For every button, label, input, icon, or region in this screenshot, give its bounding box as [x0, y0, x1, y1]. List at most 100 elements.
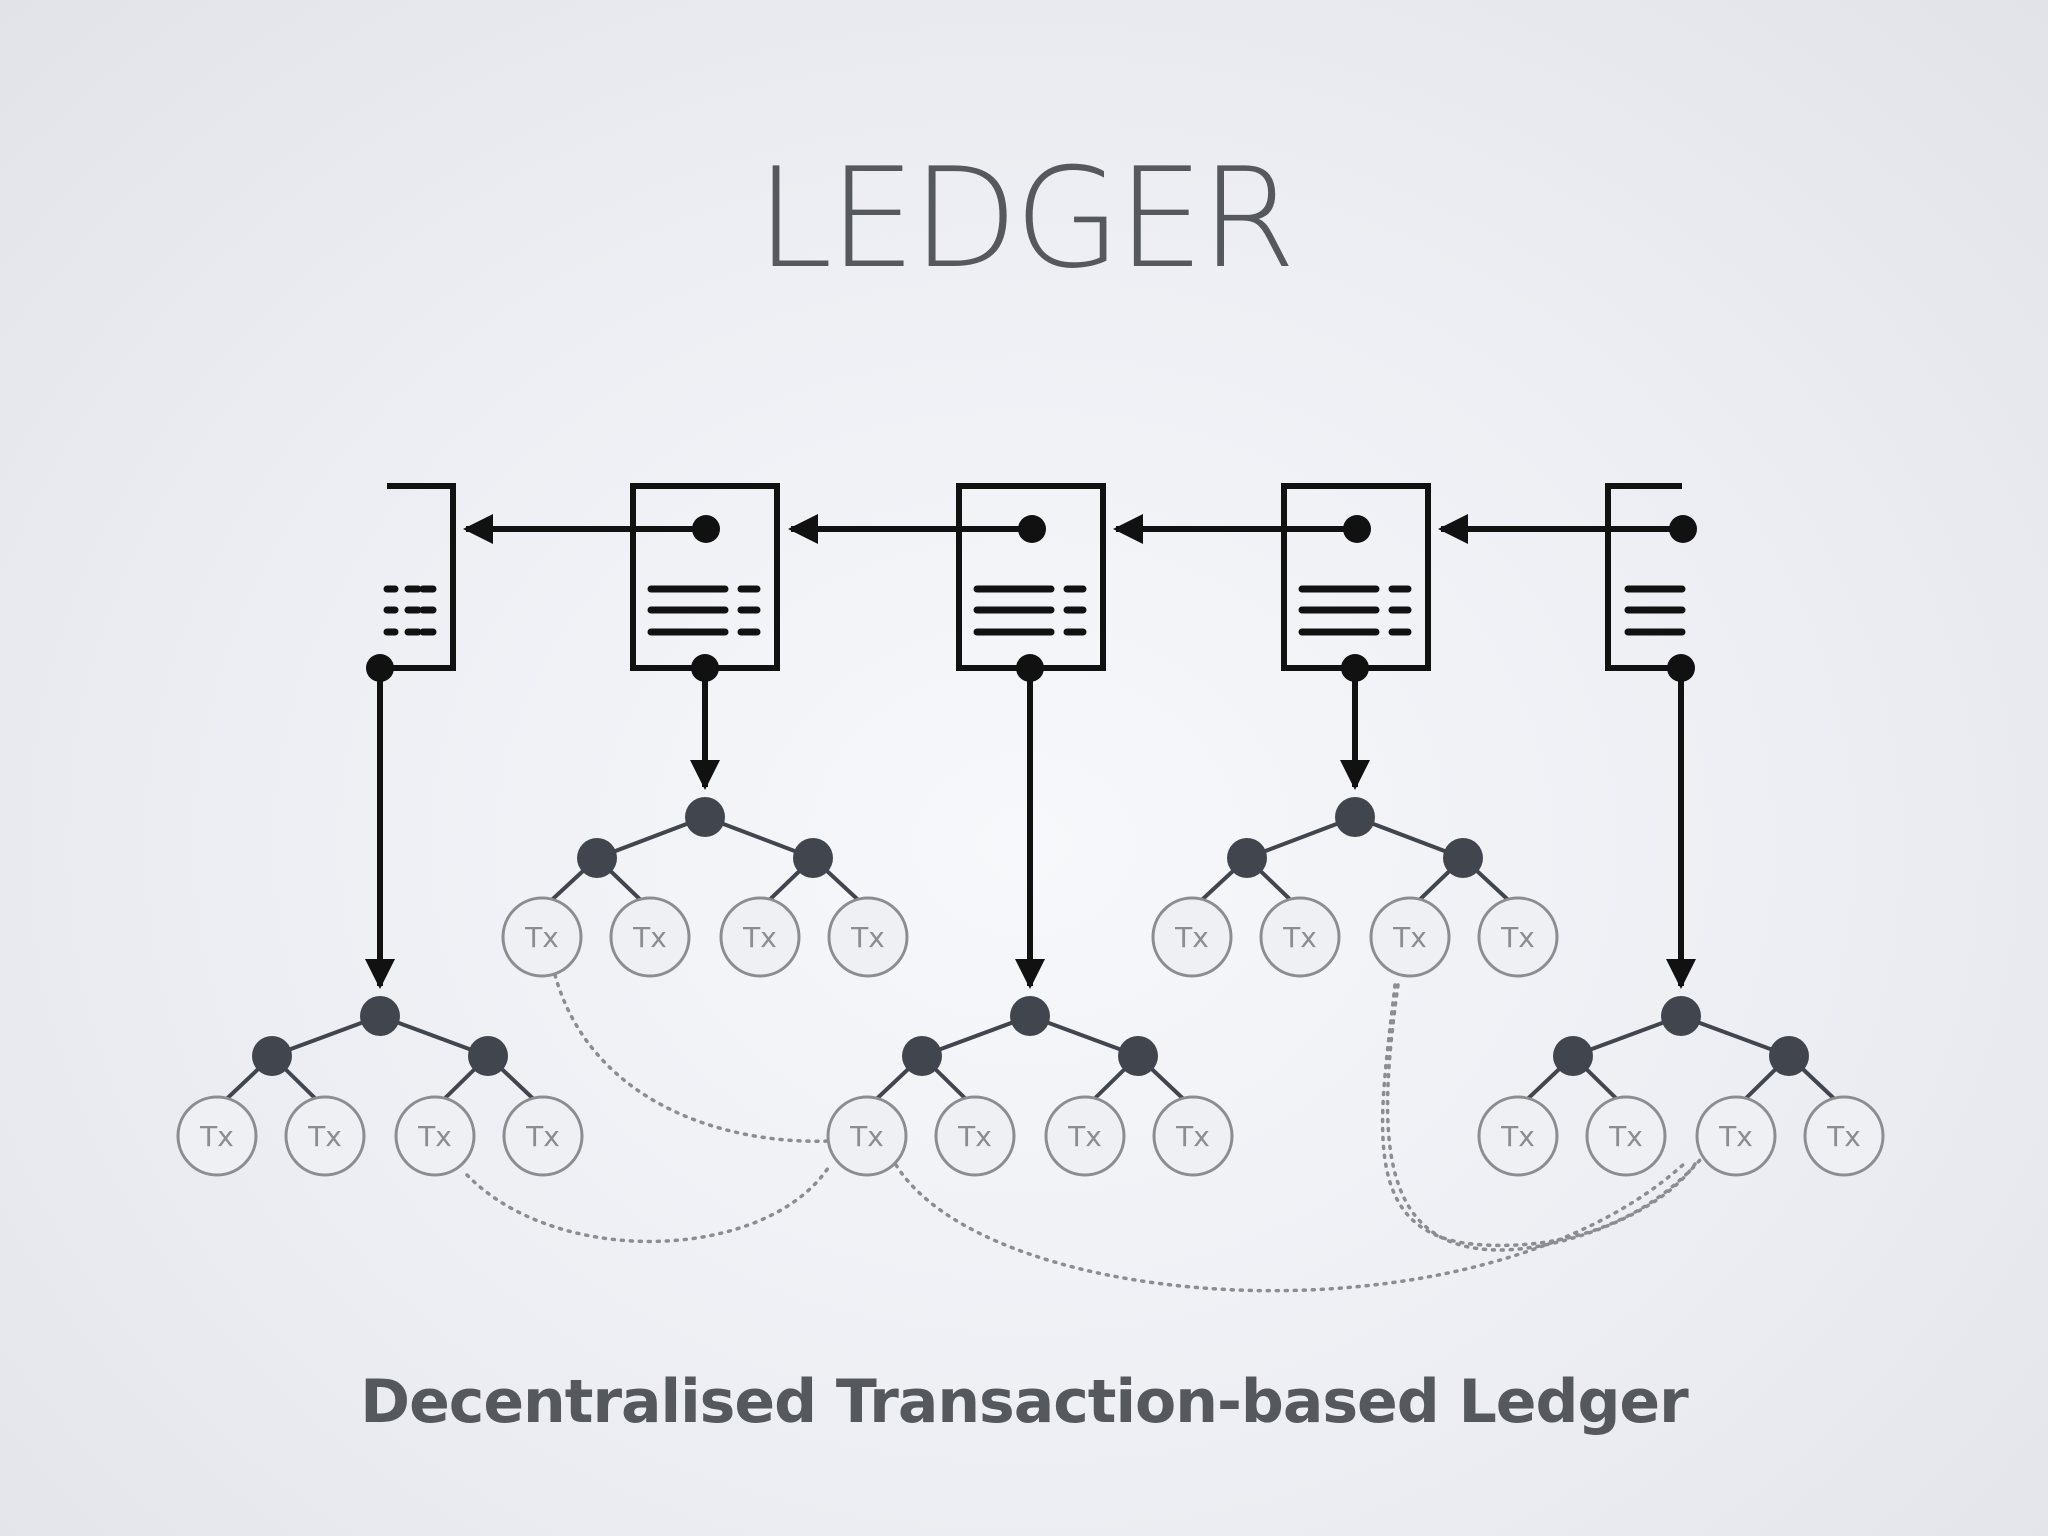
tx-label: Tx: [1500, 1120, 1535, 1153]
tx-leaf: Tx: [1151, 896, 1233, 978]
slide-title: LEDGER: [755, 138, 1296, 299]
tx-label: Tx: [1392, 921, 1427, 954]
block-outline: [1281, 483, 1431, 671]
tx-leaf-circle: [502, 1095, 584, 1177]
merkle-tree: Tx Tx Tx Tx: [1151, 654, 1559, 978]
tx-leaf-circle: [826, 1095, 908, 1177]
hash-pointer: [788, 514, 1046, 544]
tree-inner-node: [1553, 1036, 1593, 1076]
tx-label: Tx: [417, 1120, 452, 1153]
tree-inner-node: [577, 838, 617, 878]
tx-label: Tx: [199, 1120, 234, 1153]
tx-leaf: Tx: [284, 1095, 366, 1177]
block: [383, 483, 456, 671]
tx-leaf-circle: [1477, 896, 1559, 978]
tx-leaf-circle: [934, 1095, 1016, 1177]
hash-pointer: [463, 514, 720, 544]
tx-leaf: Tx: [1369, 896, 1451, 978]
tx-leaf-circle: [284, 1095, 366, 1177]
tx-label: Tx: [1175, 1120, 1210, 1153]
tx-leaf-circle: [1044, 1095, 1126, 1177]
tx-leaf-circle: [719, 896, 801, 978]
hash-pointer: [1438, 514, 1697, 544]
tx-dependency-link: [553, 973, 832, 1143]
tx-leaf-circle: [1585, 1095, 1667, 1177]
tx-leaf-circle: [1803, 1095, 1885, 1177]
tx-label: Tx: [742, 921, 777, 954]
tx-leaf-circle: [176, 1095, 258, 1177]
tx-leaf: Tx: [827, 896, 909, 978]
tree-root-node: [685, 797, 725, 837]
tx-leaf: Tx: [1259, 896, 1341, 978]
tree-inner-node: [1118, 1036, 1158, 1076]
tx-dependency-link: [1385, 983, 1502, 1252]
tx-leaf: Tx: [934, 1095, 1016, 1177]
tree-inner-node: [1443, 838, 1483, 878]
tx-leaf-circle: [609, 896, 691, 978]
block: [1605, 483, 1686, 671]
tx-dependency-link: [465, 1163, 832, 1244]
tx-leaf-circle: [1369, 896, 1451, 978]
block: [956, 483, 1106, 671]
tx-label: Tx: [1826, 1120, 1861, 1153]
slide-caption: Decentralised Transaction-based Ledger: [360, 1367, 1688, 1437]
tx-leaf: Tx: [176, 1095, 258, 1177]
tx-leaf: Tx: [501, 896, 583, 978]
tx-dependency-link: [1498, 1162, 1697, 1252]
block-outline: [387, 483, 456, 671]
tx-label: Tx: [307, 1120, 342, 1153]
hash-pointer: [1113, 514, 1371, 544]
tree-inner-node: [252, 1036, 292, 1076]
tree-root-node: [1335, 797, 1375, 837]
tx-label: Tx: [850, 921, 885, 954]
block: [1281, 483, 1431, 671]
tx-label: Tx: [1608, 1120, 1643, 1153]
tx-leaf: Tx: [1477, 1095, 1559, 1177]
tx-leaf-circle: [1151, 896, 1233, 978]
tx-leaf-circle: [1695, 1095, 1777, 1177]
tx-leaf-circle: [501, 896, 583, 978]
blockchain-blocks: [383, 483, 1697, 671]
block-outline: [956, 483, 1106, 671]
tx-label: Tx: [1718, 1120, 1753, 1153]
dotted-links: [465, 973, 1702, 1293]
tx-label: Tx: [525, 1120, 560, 1153]
tree-root-node: [1661, 996, 1701, 1036]
tree-inner-node: [1227, 838, 1267, 878]
tx-label: Tx: [1282, 921, 1317, 954]
block-outline: [630, 483, 780, 671]
tx-leaf-circle: [827, 896, 909, 978]
tree-inner-node: [1769, 1036, 1809, 1076]
tx-leaf: Tx: [394, 1095, 476, 1177]
tx-leaf-circle: [1477, 1095, 1559, 1177]
tx-leaf: Tx: [609, 896, 691, 978]
tx-leaf: Tx: [826, 1095, 908, 1177]
tx-leaf: Tx: [1585, 1095, 1667, 1177]
tx-leaf-circle: [394, 1095, 476, 1177]
tx-label: Tx: [1067, 1120, 1102, 1153]
tx-leaf: Tx: [1152, 1095, 1234, 1177]
tx-leaf: Tx: [1044, 1095, 1126, 1177]
tx-leaf: Tx: [1477, 896, 1559, 978]
tx-label: Tx: [957, 1120, 992, 1153]
tx-dependency-link: [894, 1161, 1687, 1293]
tx-label: Tx: [1500, 921, 1535, 954]
tx-leaf: Tx: [1803, 1095, 1885, 1177]
tree-inner-node: [793, 838, 833, 878]
tree-root-node: [360, 996, 400, 1036]
tx-label: Tx: [849, 1120, 884, 1153]
tx-label: Tx: [524, 921, 559, 954]
tree-inner-node: [468, 1036, 508, 1076]
tx-label: Tx: [632, 921, 667, 954]
tree-inner-node: [902, 1036, 942, 1076]
block-outline: [1605, 483, 1682, 671]
merkle-tree: Tx Tx Tx Tx: [501, 654, 909, 978]
tx-leaf: Tx: [719, 896, 801, 978]
block: [630, 483, 780, 671]
